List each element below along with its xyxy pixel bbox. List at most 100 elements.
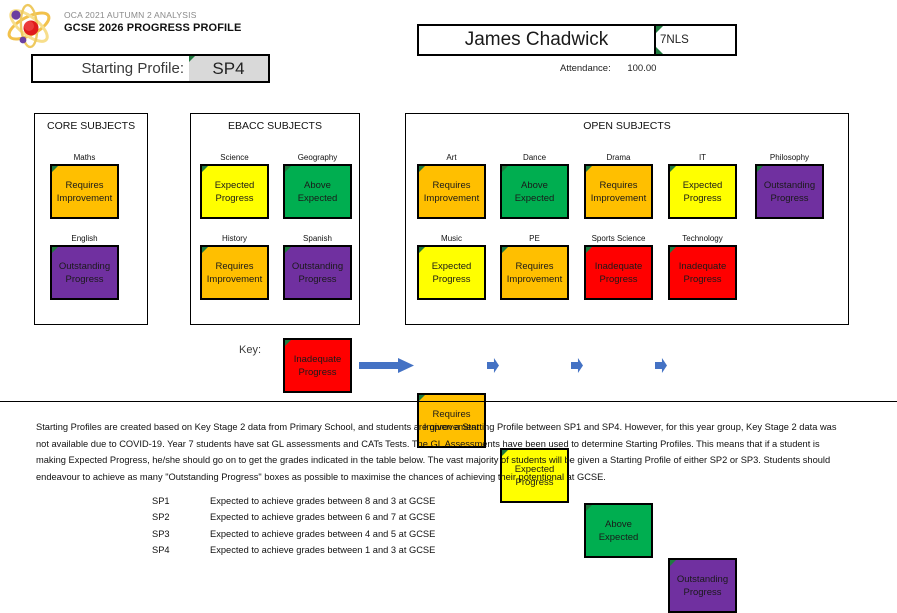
profile-description: Expected to achieve grades between 4 and… bbox=[210, 528, 436, 539]
profile-code: SP4 bbox=[152, 544, 170, 555]
subject-label: PE bbox=[529, 234, 540, 243]
subject-label: Maths bbox=[73, 153, 96, 162]
subject-label: Philosophy bbox=[769, 153, 810, 162]
key-line-1: Outstanding bbox=[676, 573, 729, 585]
key-label: Key: bbox=[239, 344, 262, 356]
panel-title-core: CORE SUBJECTS bbox=[47, 120, 136, 132]
grade-line-1: Outstanding bbox=[763, 179, 816, 191]
grade-line-2: Expected bbox=[514, 192, 555, 204]
starting-profile-box: Starting Profile: SP4 bbox=[31, 54, 270, 83]
key-line-1: Inadequate bbox=[293, 353, 342, 365]
grade-line-2: Progress bbox=[683, 273, 722, 285]
subject-label: Technology bbox=[682, 234, 723, 243]
grade-line-1: Above bbox=[521, 179, 548, 191]
grade-line-1: Inadequate bbox=[594, 260, 643, 272]
key-line-2: Improvement bbox=[423, 421, 480, 433]
grade-line-1: Requires bbox=[515, 260, 554, 272]
subject-label: Music bbox=[441, 234, 462, 243]
subject-label: English bbox=[71, 234, 98, 243]
grade-line-2: Progress bbox=[683, 192, 722, 204]
subject-label: Geography bbox=[297, 153, 338, 162]
report-subtitle: OCA 2021 AUTUMN 2 ANALYSIS bbox=[64, 10, 197, 20]
grade-line-2: Progress bbox=[215, 192, 254, 204]
subject-label: Sports Science bbox=[591, 234, 646, 243]
starting-profile-value[interactable]: SP4 bbox=[189, 56, 268, 81]
progression-arrow-icon bbox=[571, 358, 583, 373]
grade-line-1: Inadequate bbox=[678, 260, 727, 272]
subject-label: Science bbox=[220, 153, 249, 162]
profile-table-row: SP1 Expected to achieve grades between 8 … bbox=[152, 493, 435, 509]
progression-arrow-icon bbox=[359, 358, 414, 373]
starting-profile-label: Starting Profile: bbox=[81, 60, 184, 77]
subject-label: History bbox=[222, 234, 247, 243]
grade-line-1: Requires bbox=[599, 179, 638, 191]
profile-table-row: SP2 Expected to achieve grades between 6 … bbox=[152, 509, 435, 525]
footer-paragraph: Starting Profiles are created based on K… bbox=[36, 422, 837, 482]
header-text-block: OCA 2021 AUTUMN 2 ANALYSIS GCSE 2026 PRO… bbox=[64, 9, 241, 35]
grade-line-1: Expected bbox=[431, 260, 472, 272]
profile-description: Expected to achieve grades between 8 and… bbox=[210, 496, 436, 506]
progression-arrow-icon bbox=[487, 358, 499, 373]
form-group[interactable]: 7NLS bbox=[654, 26, 735, 54]
profile-code: SP1 bbox=[152, 496, 170, 506]
grade-line-2: Progress bbox=[432, 273, 471, 285]
grade-line-1: Expected bbox=[682, 179, 723, 191]
attendance-value: 100.00 bbox=[627, 63, 657, 74]
key-line-1: Above bbox=[605, 518, 632, 530]
profile-description: Expected to achieve grades between 6 and… bbox=[210, 512, 436, 523]
grade-line-1: Requires bbox=[215, 260, 254, 272]
starting-profile-table: SP1 Expected to achieve grades between 8 … bbox=[152, 493, 435, 558]
profile-code: SP2 bbox=[152, 512, 170, 523]
attendance-label: Attendance: bbox=[560, 63, 611, 74]
grade-line-1: Expected bbox=[214, 179, 255, 191]
grade-line-1: Requires bbox=[65, 179, 104, 191]
panel-title-open: OPEN SUBJECTS bbox=[583, 120, 671, 132]
student-name-box: James Chadwick 7NLS bbox=[417, 24, 737, 56]
key-line-2: Progress bbox=[298, 366, 337, 378]
grade-line-2: Improvement bbox=[206, 273, 263, 285]
grade-line-2: Progress bbox=[599, 273, 638, 285]
attendance-row: Attendance: 100.00 bbox=[560, 63, 656, 74]
subject-label: Spanish bbox=[303, 234, 332, 243]
subject-label: IT bbox=[698, 153, 707, 162]
grade-line-1: Outstanding bbox=[58, 260, 111, 272]
key-line-2: Progress bbox=[515, 476, 554, 488]
report-title: GCSE 2026 PROGRESS PROFILE bbox=[64, 22, 242, 34]
student-name[interactable]: James Chadwick bbox=[464, 29, 609, 50]
grade-line-1: Outstanding bbox=[291, 260, 344, 272]
grade-line-2: Improvement bbox=[56, 192, 113, 204]
